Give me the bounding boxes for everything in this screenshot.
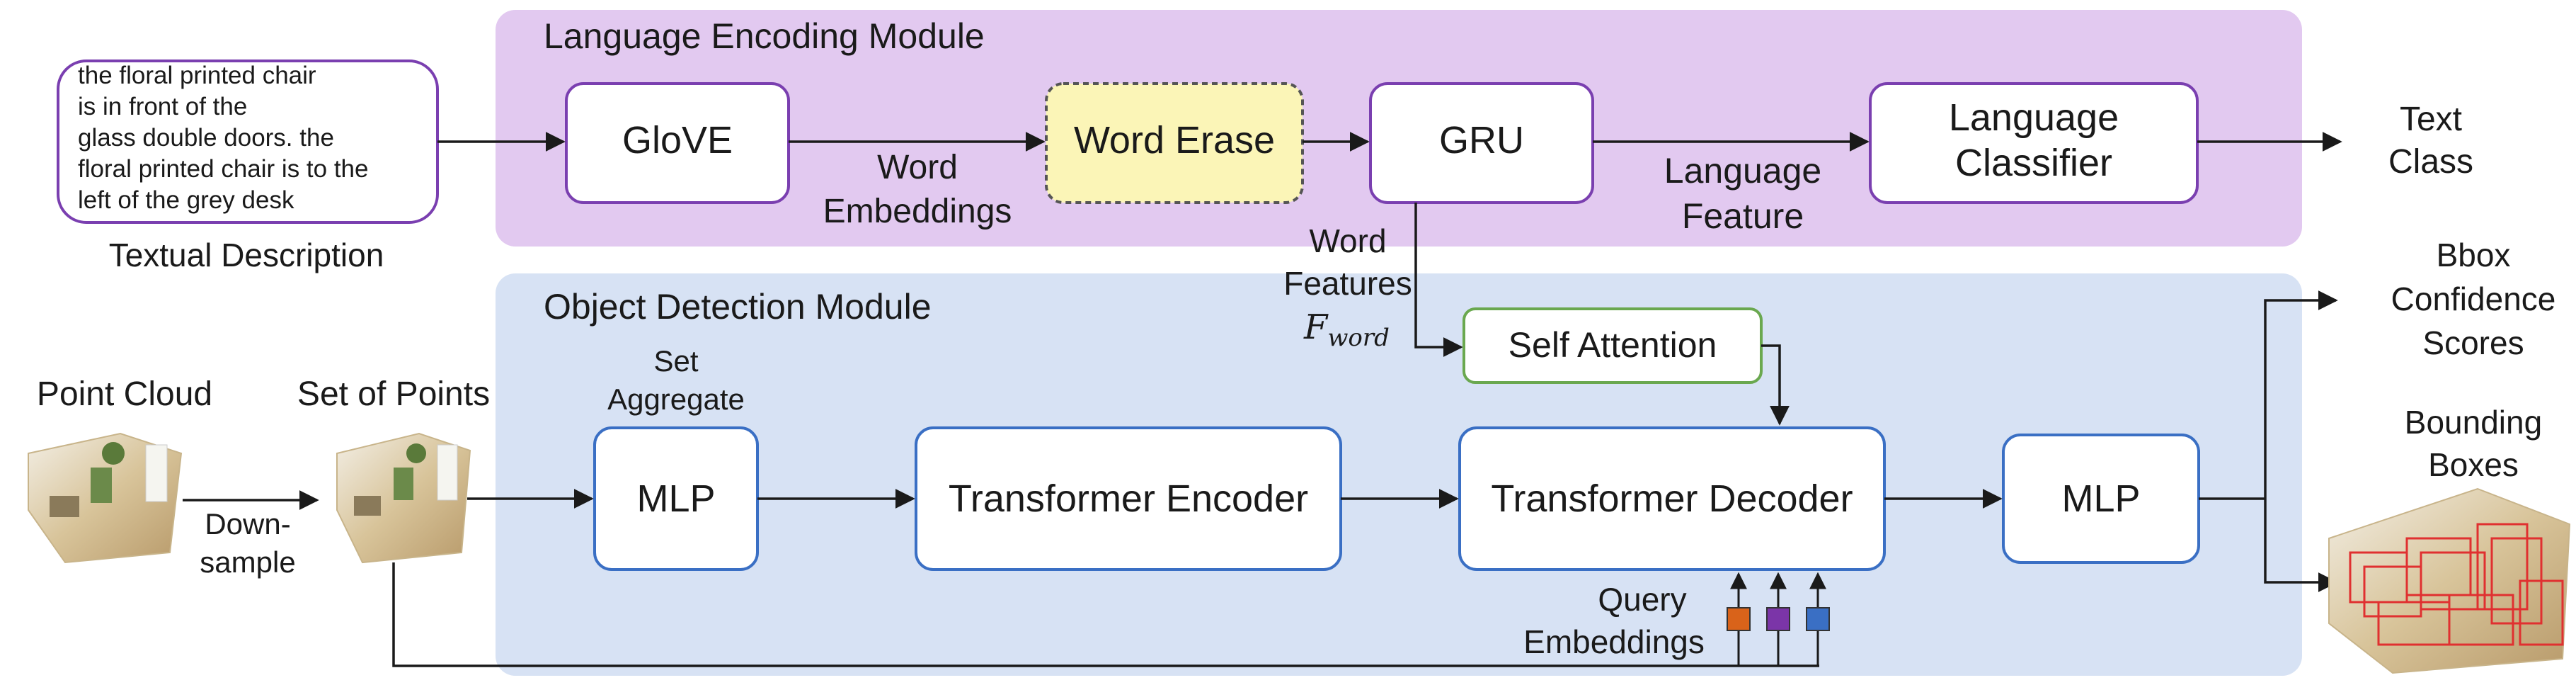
word-erase-box	[1045, 82, 1304, 204]
glove-label: GloVE	[622, 119, 733, 162]
set-of-points-image	[336, 432, 471, 564]
text-class-label-1: Text	[2400, 101, 2462, 138]
f-word-main: F	[1303, 307, 1329, 347]
set-aggregate-label-2: Aggregate	[607, 383, 745, 416]
bounding-boxes-label-2: Boxes	[2428, 446, 2519, 483]
query-embeddings-label-2: Embeddings	[1523, 623, 1705, 660]
gru-label: GRU	[1439, 119, 1524, 162]
downsample-label-2: sample	[200, 545, 295, 579]
mlp-set-aggregate-label: MLP	[636, 477, 715, 520]
textual-description-caption: Textual Description	[109, 237, 384, 273]
detection-module-title: Object Detection Module	[544, 287, 932, 327]
language-classifier-box	[1869, 82, 2199, 204]
query-embedding-square-1	[1727, 607, 1751, 631]
transformer-decoder-label: Transformer Decoder	[1491, 477, 1853, 520]
set-aggregate-label-1: Set	[653, 344, 698, 378]
mlp-output-label: MLP	[2061, 477, 2140, 520]
description-line-3: glass double doors. the	[78, 124, 334, 152]
arrow-to-confidence	[2264, 290, 2338, 499]
bbox-confidence-label-3: Scores	[2422, 324, 2524, 361]
text-class-label-2: Class	[2388, 143, 2473, 181]
point-cloud-label: Point Cloud	[37, 375, 212, 413]
transformer-encoder-label: Transformer Encoder	[949, 477, 1308, 520]
word-embeddings-label-1: Word	[877, 149, 958, 186]
query-embedding-square-2	[1766, 607, 1790, 631]
language-classifier-label-1: Language	[1949, 96, 2119, 139]
word-embeddings-label-2: Embeddings	[823, 193, 1012, 230]
f-word-symbol: Fword	[1303, 307, 1390, 352]
arrow-to-bounding-boxes	[2264, 499, 2338, 592]
query-embedding-square-3	[1806, 607, 1830, 631]
arrow-self-attention-to-decoder	[1761, 344, 1790, 426]
word-features-label-2: Features	[1283, 265, 1412, 302]
description-line-4: floral printed chair is to the	[78, 155, 368, 183]
f-word-subscript: word	[1327, 324, 1390, 352]
description-line-5: left of the grey desk	[78, 186, 294, 214]
bbox-confidence-label-1: Bbox	[2437, 237, 2511, 273]
detection-module-panel	[496, 273, 2302, 676]
language-feature-label-2: Feature	[1682, 196, 1804, 236]
description-line-2: is in front of the	[78, 93, 247, 120]
query-embeddings-label-1: Query	[1598, 581, 1686, 618]
glove-box	[565, 82, 790, 204]
arrow-gru-to-self-attention	[1414, 203, 1463, 357]
self-attention-label: Self Attention	[1509, 325, 1717, 365]
word-features-label-1: Word	[1309, 222, 1386, 259]
bbox-confidence-label-2: Confidence	[2391, 281, 2556, 317]
bounding-boxes-label-1: Bounding	[2405, 404, 2542, 441]
word-erase-label: Word Erase	[1074, 119, 1275, 162]
language-feature-label-1: Language	[1664, 151, 1821, 191]
point-cloud-image	[28, 432, 183, 564]
gru-box	[1369, 82, 1594, 204]
skip-connection-line	[392, 562, 1819, 667]
set-of-points-label: Set of Points	[297, 375, 490, 413]
bounding-boxes-image	[2328, 487, 2571, 674]
language-module-title: Language Encoding Module	[544, 16, 985, 56]
downsample-label-1: Down-	[205, 507, 290, 540]
language-classifier-label-2: Classifier	[1955, 142, 2112, 184]
description-line-1: the floral printed chair	[78, 62, 316, 89]
